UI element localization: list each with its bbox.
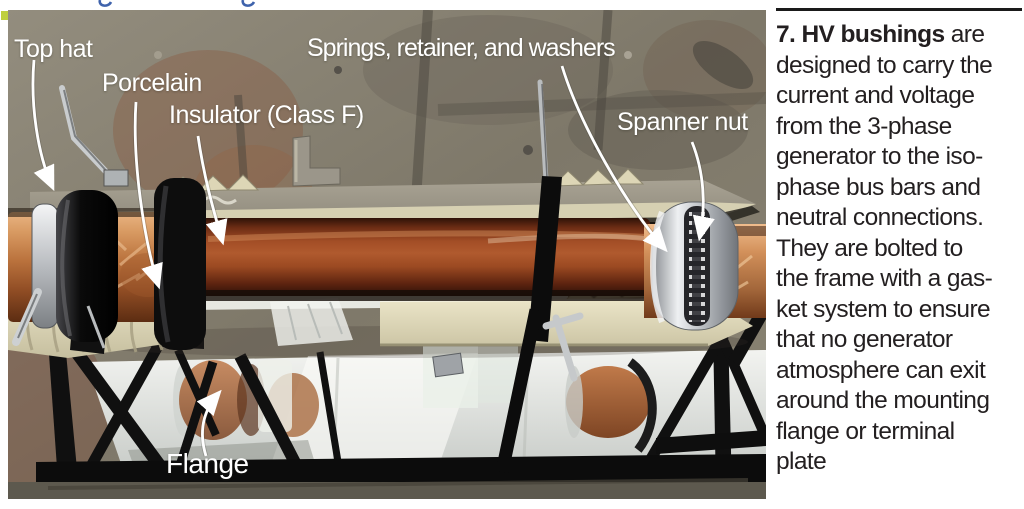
cropped-text-remnants bbox=[98, 0, 256, 7]
label-top-hat: Top hat bbox=[14, 35, 93, 63]
corner-speck bbox=[1, 11, 10, 20]
figure-caption-panel: 7. HV bushings are designed to carry the… bbox=[776, 8, 1022, 478]
caption-line: atmosphere can exit bbox=[776, 356, 986, 384]
label-spanner-nut: Spanner nut bbox=[617, 108, 748, 136]
caption-line: generator to the iso- bbox=[776, 143, 983, 170]
caption-line: 7. HV bushings are bbox=[776, 21, 985, 48]
steel-stand bbox=[8, 302, 766, 499]
photo-scene bbox=[8, 10, 766, 499]
flange-arrow bbox=[196, 389, 222, 457]
caption-lead: 7. HV bushings bbox=[776, 21, 945, 48]
spanner-nut-assembly bbox=[644, 201, 766, 331]
caption-line: from the 3-phase bbox=[776, 112, 952, 140]
label-insulator: Insulator (Class F) bbox=[169, 101, 364, 129]
caption-line: designed to carry the bbox=[776, 51, 993, 79]
caption-line: around the mounting bbox=[776, 387, 990, 414]
caption-top-rule bbox=[776, 8, 1022, 11]
caption-line: They are bolted to bbox=[776, 234, 963, 262]
caption-line: neutral connections. bbox=[776, 204, 984, 231]
label-porcelain: Porcelain bbox=[102, 69, 202, 97]
caption-line: that no generator bbox=[776, 326, 953, 353]
spanner-nut-arrow bbox=[690, 141, 715, 242]
caption-line: plate bbox=[776, 448, 827, 475]
annotation-arrows bbox=[30, 59, 715, 457]
top-hat-arrow bbox=[31, 59, 55, 192]
hv-bushing-photo: Top hat Porcelain Insulator (Class F) Sp… bbox=[8, 10, 766, 499]
caption-line: phase bus bars and bbox=[776, 173, 981, 201]
porcelain-arrow bbox=[133, 101, 163, 290]
label-springs: Springs, retainer, and washers bbox=[307, 34, 616, 62]
caption-line: ket system to ensure bbox=[776, 295, 991, 323]
caption-line: the frame with a gas- bbox=[776, 265, 993, 292]
insulator-arrow bbox=[196, 135, 228, 246]
springs-arrow bbox=[560, 65, 668, 253]
caption-line: flange or terminal bbox=[776, 417, 955, 445]
insulator-tube bbox=[158, 218, 658, 301]
label-flange: Flange bbox=[166, 448, 249, 479]
silver-pins bbox=[12, 288, 106, 349]
caption-line: current and voltage bbox=[776, 82, 975, 109]
